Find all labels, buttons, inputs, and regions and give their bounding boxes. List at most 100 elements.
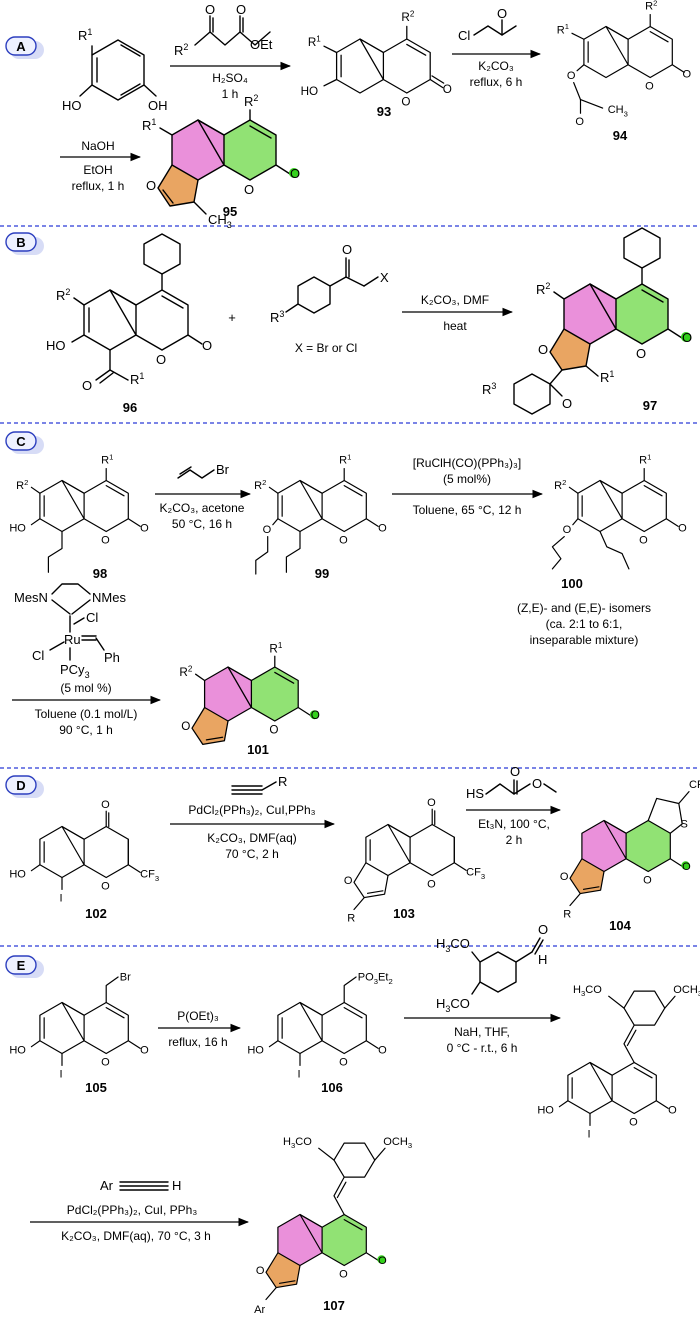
svg-text:O: O (427, 878, 436, 890)
svg-text:O: O (683, 69, 692, 81)
c3-reagent-2: Toluene (0.1 mol/L) (35, 707, 138, 721)
panel-a-badge: A (5, 36, 44, 59)
svg-text:O: O (205, 2, 215, 17)
panel-e: E O O Br HO I 105 P(OEt)₃ reflux, 16 h (5, 922, 700, 1316)
b1-reagent-2: heat (443, 319, 467, 333)
stilbene-coumarin-structure: O O HO I H3CO OCH3 (537, 984, 700, 1141)
svg-text:Br: Br (120, 971, 131, 983)
svg-text:O: O (101, 880, 110, 892)
svg-text:O: O (156, 352, 166, 367)
compound-94-label: 94 (613, 128, 628, 143)
panel-e-step-3: Ar H PdCl₂(PPh₃)₂, CuI, PPh₃ K₂CO₃, DMF(… (30, 1178, 250, 1243)
svg-text:HO: HO (9, 1045, 26, 1057)
svg-text:O: O (344, 875, 353, 887)
compound-104-label: 104 (609, 918, 631, 933)
halide-note: X = Br or Cl (295, 341, 357, 355)
svg-text:R1: R1 (639, 452, 651, 466)
svg-text:R2: R2 (56, 287, 70, 303)
compound-102-label: 102 (85, 906, 107, 921)
panel-d-step-2: HS O O Et₃N, 100 °C, 2 h (466, 764, 562, 847)
panel-c-step-2: [RuClH(CO)(PPh₃)₃] (5 mol%) Toluene, 65 … (392, 456, 544, 517)
svg-text:HO: HO (301, 85, 319, 98)
c2-reagent-2: (5 mol%) (443, 472, 491, 486)
svg-text:H3CO: H3CO (573, 984, 602, 998)
svg-text:R: R (278, 774, 287, 789)
compound-95-structure: CH3 O O O R2 R1 (142, 93, 300, 230)
svg-text:O: O (101, 1056, 110, 1068)
svg-text:HO: HO (46, 338, 66, 353)
panel-label-d: D (16, 778, 25, 793)
e2-reagent-1: NaH, THF, (454, 1025, 510, 1039)
compound-97-label: 97 (643, 398, 657, 413)
svg-text:O: O (236, 2, 246, 17)
compound-98-label: 98 (93, 566, 107, 581)
svg-text:O: O (538, 922, 548, 937)
compound-95-label: 95 (223, 204, 237, 219)
svg-text:R3: R3 (482, 381, 496, 397)
compound-99-structure: O O R1 R2 O (254, 452, 387, 575)
svg-text:O: O (244, 182, 254, 197)
compound-94-structure: O O R2 R1 O O CH3 (557, 0, 692, 128)
svg-text:OH: OH (148, 98, 168, 113)
panel-c-badge: C (5, 431, 44, 454)
panel-e-step-2: O H H3CO H3CO NaH, THF, 0 °C - r.t., 6 h (404, 922, 562, 1055)
svg-text:I: I (587, 1128, 590, 1140)
svg-text:Ar: Ar (100, 1178, 114, 1193)
svg-text:Br: Br (216, 462, 230, 477)
svg-text:HS: HS (466, 786, 484, 801)
svg-text:O: O (378, 1045, 387, 1057)
svg-text:R1: R1 (269, 641, 282, 656)
aryl-alkyne-structure: Ar H (100, 1178, 181, 1193)
svg-text:R1: R1 (557, 22, 569, 36)
d2-reagent-1: Et₃N, 100 °C, (478, 817, 550, 831)
svg-text:O: O (339, 1268, 348, 1280)
svg-text:O: O (101, 534, 110, 546)
panel-a-step-2: Cl O K₂CO₃ reflux, 6 h (452, 6, 542, 89)
svg-text:O: O (643, 874, 652, 886)
compound-97-structure: O R1 O O R2 O R3 (482, 227, 692, 415)
svg-text:O: O (443, 83, 452, 96)
svg-text:CF3: CF3 (466, 867, 485, 881)
svg-text:R2: R2 (401, 10, 414, 25)
carbonyl-highlight-107 (377, 1255, 386, 1264)
svg-text:O: O (311, 709, 320, 722)
panel-b-step-1: K₂CO₃, DMF heat (402, 293, 514, 333)
compound-106-label: 106 (321, 1080, 343, 1095)
svg-text:S: S (681, 818, 688, 830)
d1-reagent-1: PdCl₂(PPh₃)₂, CuI,PPh₃ (188, 803, 315, 817)
svg-text:R2: R2 (16, 478, 28, 492)
compound-107-label: 107 (323, 1298, 345, 1313)
dimethoxybenzaldehyde-structure: O H H3CO H3CO (436, 922, 548, 1014)
svg-text:CF3: CF3 (140, 869, 159, 883)
svg-text:O: O (339, 534, 348, 546)
isomer-note-3: inseparable mixture) (530, 633, 639, 647)
svg-text:O: O (678, 523, 687, 535)
svg-text:O: O (629, 1116, 638, 1128)
svg-text:R1: R1 (600, 369, 614, 385)
panel-d-step-1: R PdCl₂(PPh₃)₂, CuI,PPh₃ K₂CO₃, DMF(aq) … (170, 774, 336, 861)
svg-text:O: O (146, 178, 156, 193)
isomer-note-2: (ca. 2:1 to 6:1, (546, 617, 623, 631)
svg-text:O: O (510, 764, 520, 779)
c3-reagent-3: 90 °C, 1 h (59, 723, 113, 737)
svg-text:O: O (202, 338, 212, 353)
svg-text:O: O (668, 1105, 677, 1117)
a2-reagent-2: K₂CO₃ (478, 59, 514, 73)
svg-text:O: O (682, 861, 691, 873)
svg-text:Cl: Cl (86, 610, 98, 625)
svg-text:O: O (378, 523, 387, 535)
compound-101-structure: O O O R1 R2 (179, 641, 320, 746)
svg-text:I: I (59, 892, 62, 904)
svg-text:Cl: Cl (458, 28, 470, 43)
svg-text:Ph: Ph (104, 650, 120, 665)
svg-text:O: O (256, 1265, 265, 1277)
svg-text:O: O (575, 116, 584, 128)
svg-text:O: O (538, 342, 548, 357)
svg-text:H3CO: H3CO (436, 936, 470, 954)
svg-text:R1: R1 (101, 452, 113, 466)
svg-text:R2: R2 (179, 665, 192, 680)
c1-reagent-1: K₂CO₃, acetone (160, 501, 245, 515)
c1-reagent-2: 50 °C, 16 h (172, 517, 232, 531)
e1-reagent-2: reflux, 16 h (168, 1035, 227, 1049)
compound-103-label: 103 (393, 906, 415, 921)
